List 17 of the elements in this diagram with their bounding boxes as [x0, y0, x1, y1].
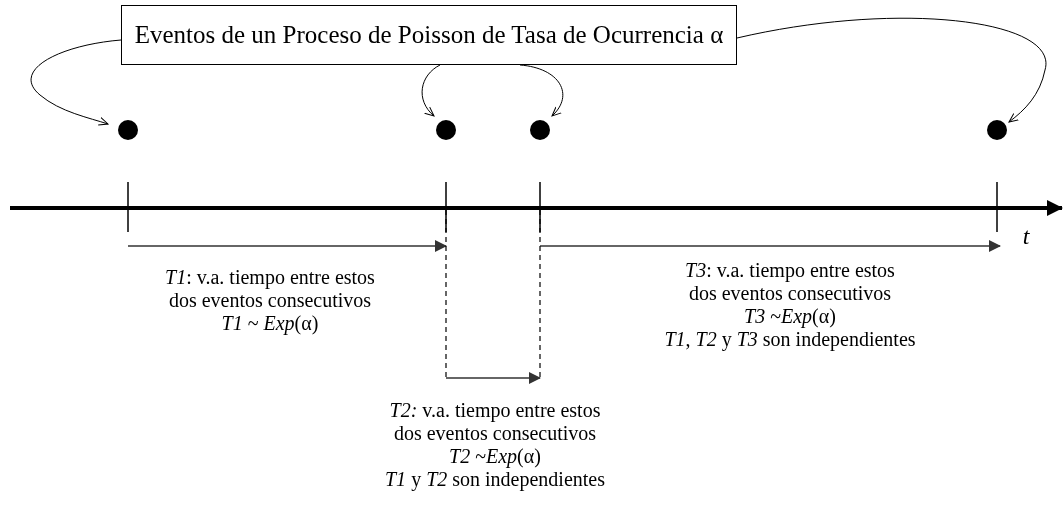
- formula-text: T1 ~ Exp(α): [220, 312, 320, 335]
- event-dot: [118, 120, 138, 140]
- annotation-text: T1, T2 y T3 son independientes: [663, 328, 917, 351]
- annotation-text: T1 y T2 son independientes: [384, 468, 606, 491]
- curved-arrow: [421, 64, 441, 117]
- curved-arrow: [736, 17, 1046, 123]
- event-dot: [436, 120, 456, 140]
- title-box: Eventos de un Proceso de Poisson de Tasa de Ocurrencia α: [121, 5, 737, 65]
- formula-text: T2 ~Exp(α): [448, 445, 542, 468]
- event-dot: [530, 120, 550, 140]
- annotation-text: T3: v.a. tiempo entre estos dos eventos consecutivos: [684, 259, 896, 305]
- event-dot: [987, 120, 1007, 140]
- annotation-text: T1: v.a. tiempo entre estos dos eventos consecutivos: [164, 266, 376, 312]
- curved-arrow: [30, 39, 122, 126]
- axis-label: t: [1021, 225, 1031, 248]
- formula-text: T3 ~Exp(α): [743, 305, 837, 328]
- annotation-text: T2: v.a. tiempo entre estos dos eventos consecutivos: [388, 399, 602, 445]
